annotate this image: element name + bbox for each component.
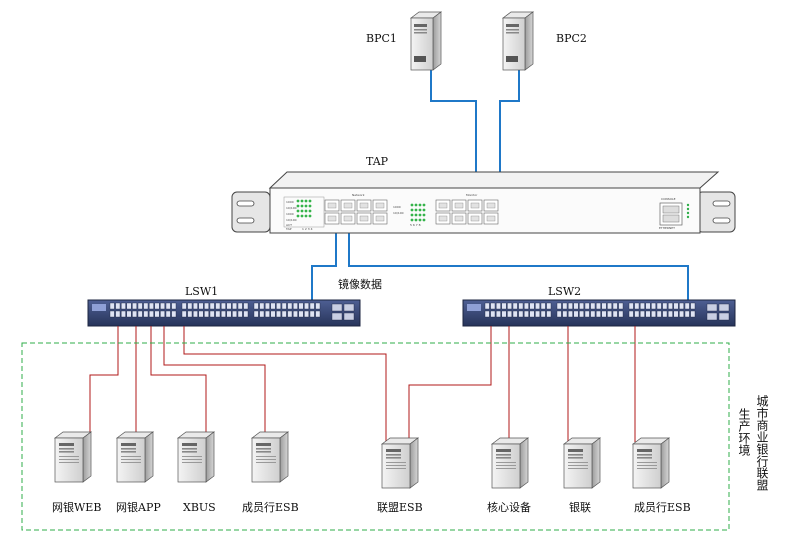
bpc1-icon	[410, 11, 442, 71]
tap-network-ports	[324, 199, 388, 225]
web-label: 网银WEB	[52, 500, 101, 514]
unionpay-label: 银联	[569, 500, 591, 514]
esb1-label: 成员行ESB	[242, 501, 299, 514]
svg-text:10/100: 10/100	[393, 211, 404, 215]
tap-label: TAP	[366, 155, 389, 168]
bpc2-label: BPC2	[556, 32, 587, 45]
link-lsw1-lmesb	[183, 326, 387, 448]
core-label: 核心设备	[487, 500, 531, 514]
svg-text:1000: 1000	[286, 212, 294, 216]
tap-leds	[296, 199, 426, 222]
lsw1-switch	[87, 299, 361, 327]
production-zone	[21, 342, 730, 531]
link-lsw1-xbus	[150, 326, 207, 438]
bpc2-icon	[502, 11, 534, 71]
server-web-icon	[54, 431, 92, 483]
svg-text:ACT: ACT	[286, 223, 292, 227]
link-lsw1-web	[89, 326, 119, 438]
svg-text:ETHERNET: ETHERNET	[659, 226, 675, 230]
server-esb1-icon	[251, 431, 289, 483]
svg-text:10/100: 10/100	[286, 218, 297, 222]
lmesb-label: 联盟ESB	[377, 501, 423, 514]
link-tap-lsw1	[311, 227, 337, 300]
server-xbus-icon	[177, 431, 215, 483]
link-lsw1-esb	[163, 326, 266, 438]
xbus-label: XBUS	[183, 501, 216, 514]
link-bpc2-tap	[499, 68, 520, 172]
app-label: 网银APP	[116, 500, 161, 514]
svg-text:1000: 1000	[393, 205, 401, 209]
zone-label-alliance: 城市商业银行联盟	[755, 395, 769, 491]
link-tap-lsw2	[348, 227, 689, 300]
tap-device: 1000 10/100 1000 10/100 ACT TAP 1 2 3 4 …	[231, 171, 736, 234]
link-lsw2-lmesb	[408, 326, 492, 445]
zone-label-production: 生产环境	[737, 408, 751, 456]
server-app-icon	[116, 431, 154, 483]
svg-text:1000: 1000	[286, 200, 294, 204]
svg-text:5 6 7 8: 5 6 7 8	[410, 223, 421, 227]
mirror-data-label: 镜像数据	[338, 277, 382, 291]
svg-text:CONSOLE: CONSOLE	[661, 197, 676, 201]
svg-text:Monitor: Monitor	[466, 193, 478, 197]
svg-text:TAP: TAP	[285, 227, 292, 231]
lsw2-label: LSW2	[548, 285, 581, 298]
bpc1-label: BPC1	[366, 32, 397, 45]
server-lmesb-icon	[381, 437, 419, 489]
server-unionpay-icon	[563, 437, 601, 489]
svg-text:Network: Network	[352, 193, 365, 197]
tap-monitor-ports	[435, 199, 499, 225]
lsw1-label: LSW1	[185, 285, 218, 298]
server-core-icon	[491, 437, 529, 489]
server-esb2-icon	[632, 437, 670, 489]
svg-text:10/100: 10/100	[286, 206, 297, 210]
esb2-label: 成员行ESB	[634, 501, 691, 514]
svg-text:1 2 3 4: 1 2 3 4	[302, 227, 313, 231]
link-bpc1-tap	[430, 66, 477, 172]
lsw2-switch	[462, 299, 736, 327]
